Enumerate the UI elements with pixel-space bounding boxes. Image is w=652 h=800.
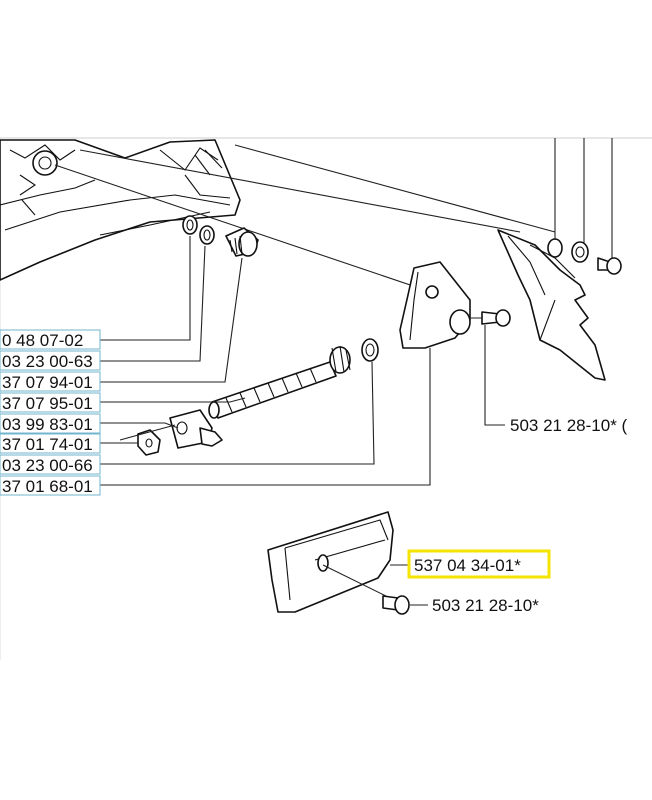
chain-guard — [497, 229, 606, 381]
part-number-label: 37 07 95-01 — [2, 394, 93, 413]
tensioner-nut — [169, 409, 223, 449]
part-number-label: 03 23 00-66 — [2, 456, 93, 475]
part-number-label: 37 01 74-01 — [2, 435, 93, 454]
left-part-labels: 0 48 07-02 03 23 00-63 37 07 94-01 37 07… — [0, 329, 101, 496]
washer-part — [199, 225, 215, 245]
tensioner-screw — [208, 345, 351, 419]
side-plate — [399, 261, 471, 349]
screw-upper-label: 503 21 28-10* ( — [510, 416, 628, 435]
screw-lower-label: 503 21 28-10* — [432, 596, 539, 615]
part-number-label: 03 23 00-63 — [2, 352, 93, 371]
saw-body-housing — [0, 139, 241, 281]
part-number-label: 03 99 83-01 — [2, 415, 93, 434]
part-number-label: 37 01 68-01 — [2, 477, 93, 496]
screw-part — [382, 595, 410, 615]
small-nut — [137, 429, 161, 456]
part-number-label: 37 07 94-01 — [2, 373, 93, 392]
part-number-label: 0 48 07-02 — [2, 331, 83, 350]
o-ring — [361, 338, 379, 362]
highlighted-part-label: 537 04 34-01* — [414, 556, 521, 575]
spacer-part — [547, 238, 622, 275]
chain-catcher — [267, 511, 394, 613]
screw-part — [470, 309, 511, 327]
adjuster-gear — [225, 227, 259, 257]
washer-part — [182, 215, 198, 235]
highlight-box — [407, 549, 551, 579]
